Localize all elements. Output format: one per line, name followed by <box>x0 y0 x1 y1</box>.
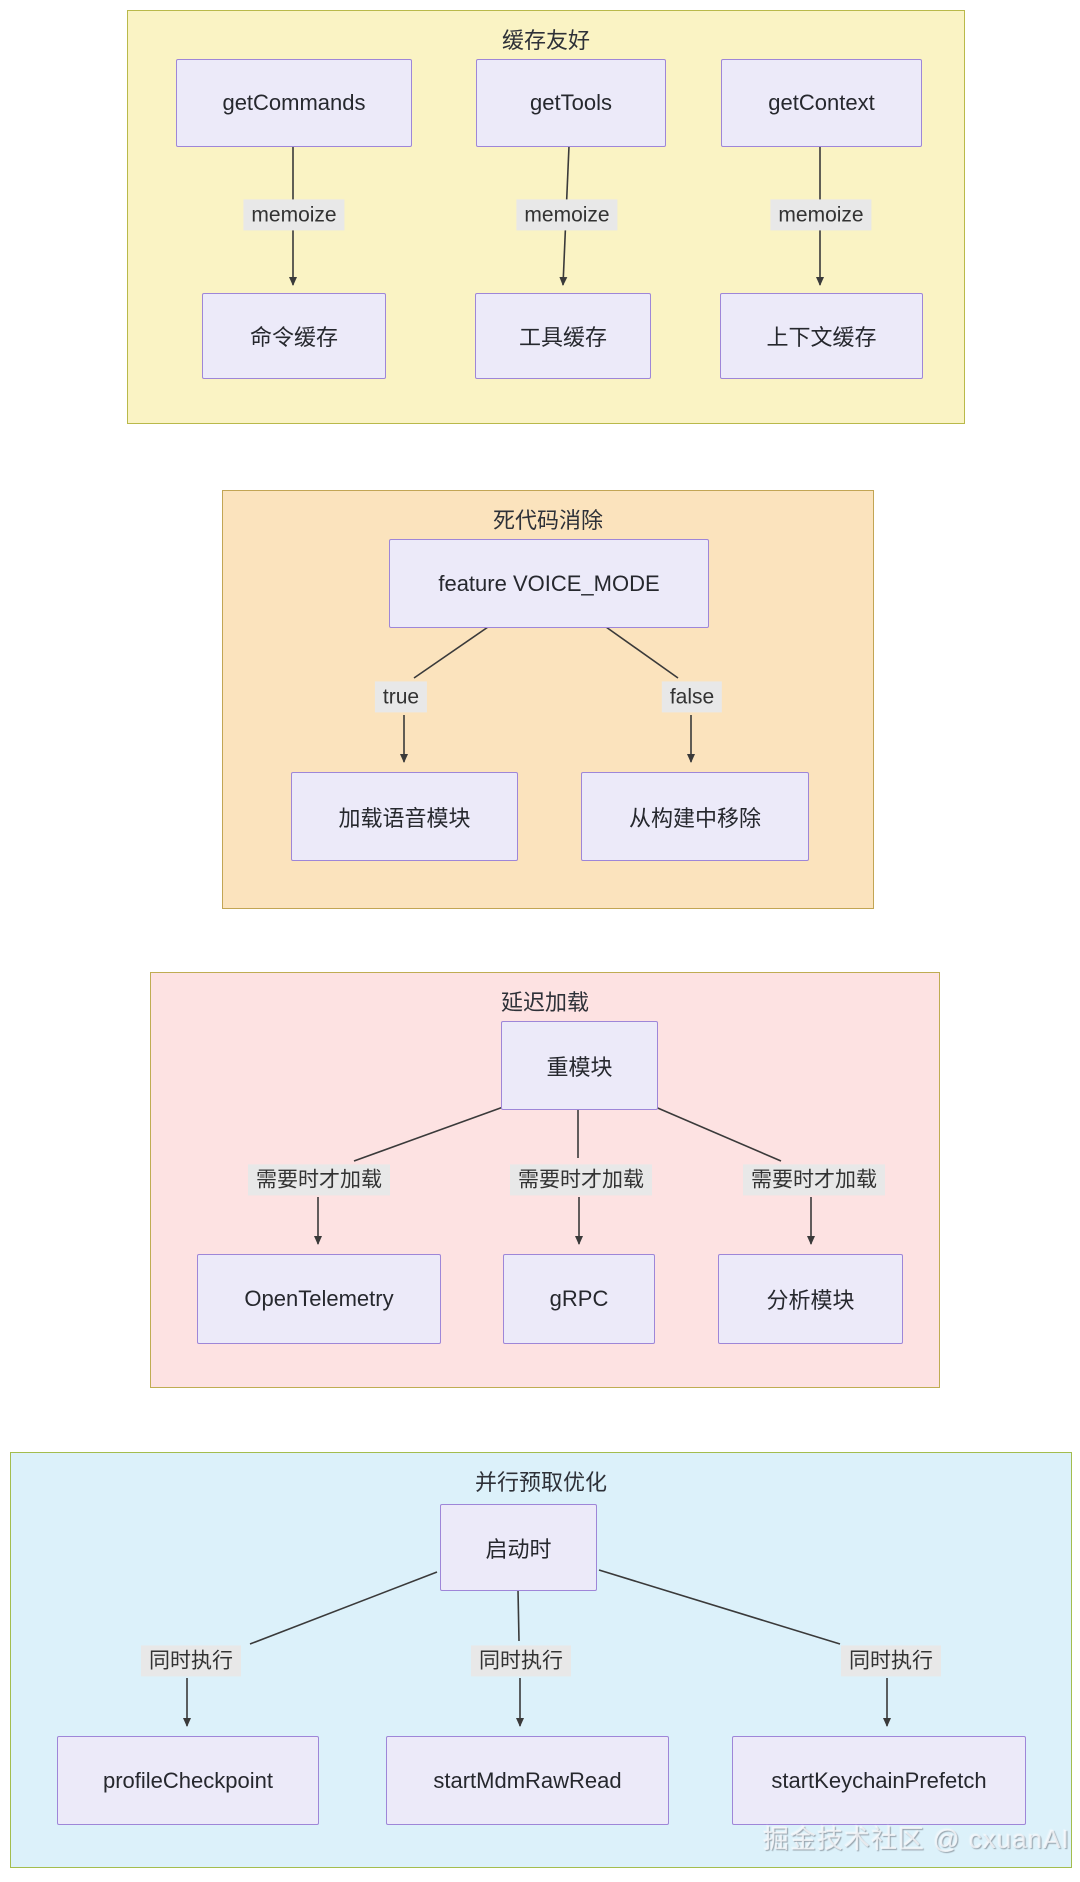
edge-label-load-on-demand-1: 需要时才加载 <box>248 1164 390 1196</box>
edge-label-memoize-3: memoize <box>770 199 872 231</box>
section-cache-friendly: 缓存友好 getCommands getTools getContext mem… <box>127 10 965 424</box>
node-startup: 启动时 <box>440 1504 597 1591</box>
node-opentelemetry: OpenTelemetry <box>197 1254 441 1344</box>
edge-label-true: true <box>374 681 428 713</box>
node-command-cache: 命令缓存 <box>202 293 386 379</box>
edge-label-run-parallel-2: 同时执行 <box>471 1645 571 1677</box>
node-analysis-module: 分析模块 <box>718 1254 903 1344</box>
node-grpc: gRPC <box>503 1254 655 1344</box>
edge-label-load-on-demand-3: 需要时才加载 <box>743 1164 885 1196</box>
edge-label-run-parallel-3: 同时执行 <box>841 1645 941 1677</box>
edge-label-memoize-1: memoize <box>243 199 345 231</box>
node-load-voice-module: 加载语音模块 <box>291 772 518 861</box>
section-title: 延迟加载 <box>500 990 589 1015</box>
section-lazy-loading: 延迟加载 重模块 需要时才加载 需要时才加载 需要时才加载 OpenTeleme… <box>150 972 940 1388</box>
node-getcontext: getContext <box>721 59 922 147</box>
node-tool-cache: 工具缓存 <box>475 293 651 379</box>
edge-label-false: false <box>661 681 723 713</box>
section-title: 死代码消除 <box>492 508 603 533</box>
section-parallel-prefetch: 并行预取优化 启动时 同时执行 同时执行 同时执行 profileCheckpo… <box>10 1452 1072 1868</box>
node-heavy-module: 重模块 <box>501 1021 658 1110</box>
edge-label-memoize-2: memoize <box>516 199 618 231</box>
section-dead-code-elimination: 死代码消除 feature VOICE_MODE true false 加载语音… <box>222 490 874 909</box>
section-title: 缓存友好 <box>501 28 590 53</box>
node-remove-from-build: 从构建中移除 <box>581 772 809 861</box>
node-feature-voice-mode: feature VOICE_MODE <box>389 539 709 628</box>
node-gettools: getTools <box>476 59 666 147</box>
node-getcommands: getCommands <box>176 59 412 147</box>
node-startmdmrawread: startMdmRawRead <box>386 1736 669 1825</box>
edge-label-run-parallel-1: 同时执行 <box>141 1645 241 1677</box>
watermark: 掘金技术社区 @ cxuanAI <box>763 1824 1070 1854</box>
node-profilecheckpoint: profileCheckpoint <box>57 1736 319 1825</box>
node-startkeychainprefetch: startKeychainPrefetch <box>732 1736 1026 1825</box>
section-title: 并行预取优化 <box>474 1470 607 1495</box>
node-context-cache: 上下文缓存 <box>720 293 923 379</box>
edge-label-load-on-demand-2: 需要时才加载 <box>510 1164 652 1196</box>
